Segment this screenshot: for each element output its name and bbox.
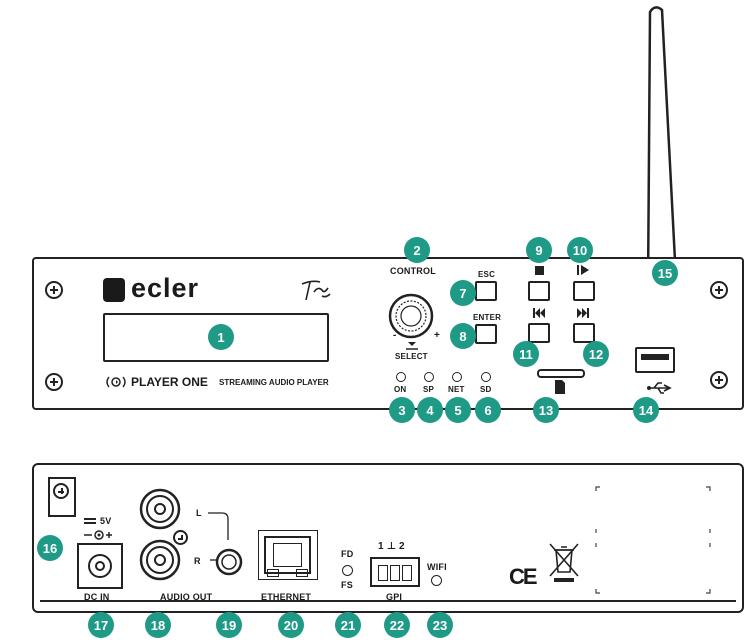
callout-3: 3 — [389, 397, 415, 423]
led-net — [452, 372, 462, 382]
led-label-sd: SD — [480, 385, 492, 394]
gpi-pins-label: 1 ⊥ 2 — [378, 541, 405, 552]
led-on — [396, 372, 406, 382]
rear-panel-bottom-edge — [40, 600, 736, 602]
screw-icon — [710, 371, 728, 389]
callout-1: 1 — [208, 324, 234, 350]
led-sd — [481, 372, 491, 382]
previous-icon — [533, 308, 545, 318]
product-name: PLAYER ONE — [131, 375, 208, 389]
callout-15: 15 — [652, 260, 678, 286]
callout-9: 9 — [526, 237, 552, 263]
front-panel — [32, 257, 744, 410]
wifi-label: WIFI — [427, 562, 447, 572]
ethernet-label: ETHERNET — [261, 592, 312, 602]
select-label: SELECT — [395, 352, 428, 361]
callout-23: 23 — [427, 612, 453, 638]
callout-8: 8 — [450, 323, 476, 349]
callout-12: 12 — [583, 341, 609, 367]
usb-icon — [647, 382, 672, 394]
callout-6: 6 — [475, 397, 501, 423]
led-label-on: ON — [394, 385, 407, 394]
stop-button[interactable] — [528, 281, 550, 301]
ground-screw-icon — [173, 530, 188, 545]
power-terminal — [48, 477, 76, 517]
callout-18: 18 — [145, 612, 171, 638]
led-sp — [424, 372, 434, 382]
enter-button[interactable] — [475, 324, 497, 344]
dc-in-label: DC IN — [84, 592, 110, 602]
signature-logo — [301, 280, 331, 301]
fd-fs-switch[interactable] — [342, 565, 353, 576]
right-label: R — [194, 556, 201, 566]
ethernet-port[interactable] — [258, 530, 318, 580]
stop-icon — [535, 266, 544, 275]
ce-mark: CE — [509, 564, 538, 589]
callout-17: 17 — [88, 612, 114, 638]
callout-5: 5 — [445, 397, 471, 423]
control-label: CONTROL — [390, 266, 436, 276]
weee-bin-icon — [549, 543, 579, 582]
voltage-label: 5V — [100, 516, 112, 526]
screw-icon — [45, 281, 63, 299]
callout-11: 11 — [513, 341, 539, 367]
callout-21: 21 — [335, 612, 361, 638]
esc-button[interactable] — [475, 281, 497, 301]
knob-minus: - — [393, 330, 397, 341]
callout-13: 13 — [533, 397, 559, 423]
audio-out-label: AUDIO OUT — [160, 592, 213, 602]
rca-jack-right[interactable] — [138, 538, 182, 582]
left-label: L — [196, 508, 202, 518]
sd-card-slot[interactable] — [537, 369, 585, 378]
callout-14: 14 — [633, 397, 659, 423]
select-arrow-icon — [406, 342, 418, 350]
play-pause-icon — [577, 265, 589, 275]
callout-16: 16 — [37, 535, 63, 561]
wifi-led — [431, 575, 442, 586]
callout-10: 10 — [567, 237, 593, 263]
rca-jack-left[interactable] — [138, 487, 182, 531]
fs-label: FS — [341, 580, 353, 590]
screw-icon — [710, 281, 728, 299]
dc-in-jack[interactable] — [77, 543, 123, 589]
next-button[interactable] — [573, 323, 595, 343]
sd-card-icon — [555, 380, 565, 394]
led-label-net: NET — [448, 385, 465, 394]
knob-plus: + — [434, 330, 441, 341]
lcd-display — [103, 313, 329, 362]
lr-connector-line — [208, 512, 229, 561]
product-subtitle: STREAMING AUDIO PLAYER — [219, 378, 329, 387]
control-knob[interactable] — [378, 283, 444, 349]
usb-port[interactable] — [635, 347, 675, 373]
next-icon — [577, 308, 589, 318]
callout-2: 2 — [404, 237, 430, 263]
previous-button[interactable] — [528, 323, 550, 343]
screw-icon — [45, 373, 63, 391]
gpi-terminal[interactable] — [370, 557, 420, 587]
callout-20: 20 — [278, 612, 304, 638]
ecler-logo-mark — [103, 278, 125, 302]
callout-22: 22 — [384, 612, 410, 638]
dc-symbol-icon — [84, 518, 96, 524]
rear-panel — [32, 463, 744, 613]
esc-label: ESC — [478, 270, 496, 279]
label-area-corner-marks — [595, 486, 711, 594]
callout-4: 4 — [417, 397, 443, 423]
polarity-icon — [84, 530, 112, 540]
speaker-wave-icon — [106, 376, 126, 388]
enter-label: ENTER — [473, 313, 502, 322]
callout-19: 19 — [216, 612, 242, 638]
play-pause-button[interactable] — [573, 281, 595, 301]
led-label-sp: SP — [423, 385, 435, 394]
ecler-brand: ecler — [131, 273, 200, 303]
fd-label: FD — [341, 549, 354, 559]
gpi-label: GPI — [386, 592, 403, 602]
callout-7: 7 — [450, 280, 476, 306]
mini-jack[interactable] — [214, 547, 244, 577]
